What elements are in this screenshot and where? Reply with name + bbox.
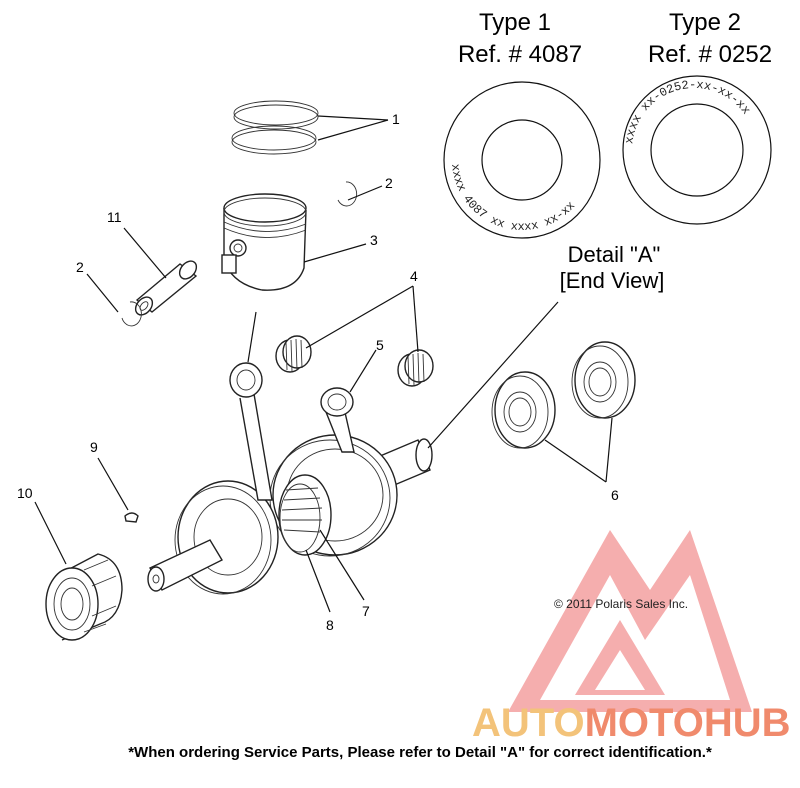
- watermark-moto: MOTO: [585, 701, 704, 745]
- callout-2-left: 2: [76, 259, 84, 275]
- seal-end-view-type1: [443, 81, 601, 239]
- needle-bearing-left: [275, 335, 312, 373]
- needle-bearing-right: [397, 349, 434, 387]
- type1-ref: Ref. # 4087: [458, 41, 582, 68]
- main-bearing: [45, 553, 123, 641]
- callout-6: 6: [611, 487, 619, 503]
- footer-note: *When ordering Service Parts, Please ref…: [128, 744, 712, 761]
- type2-title: Type 2: [669, 9, 741, 36]
- callout-8: 8: [326, 617, 334, 633]
- circlip-right: [337, 181, 358, 207]
- oil-seal-rear: [571, 341, 636, 419]
- detail-a-subtitle: [End View]: [560, 268, 665, 293]
- callout-11: 11: [107, 209, 122, 225]
- wrist-pin: [134, 260, 198, 316]
- seal-end-view-type2: [622, 75, 772, 225]
- callout-9: 9: [90, 439, 98, 455]
- piston-rings: [231, 100, 319, 155]
- callout-2-right: 2: [385, 175, 393, 191]
- oil-seal-front: [491, 371, 556, 449]
- leader-lines: [34, 115, 613, 613]
- watermark-logo: [508, 530, 752, 712]
- callout-4: 4: [410, 268, 418, 284]
- crankshaft-assembly: [147, 362, 433, 595]
- watermark-auto: AUTO: [472, 701, 585, 745]
- circlip-left: [121, 301, 142, 327]
- callout-5: 5: [376, 337, 384, 353]
- type1-title: Type 1: [479, 9, 551, 36]
- detail-a-label: Detail "A": [568, 242, 661, 267]
- woodruff-key: [124, 512, 139, 523]
- callout-10: 10: [17, 485, 33, 501]
- copyright-text: © 2011 Polaris Sales Inc.: [554, 597, 688, 611]
- type2-stamp: xxxx xx-0252-xx-xx-xx: [622, 78, 753, 145]
- piston: [221, 193, 307, 291]
- callout-3: 3: [370, 232, 378, 248]
- callout-1: 1: [392, 111, 400, 127]
- type2-ref: Ref. # 0252: [648, 41, 772, 68]
- watermark-hub: HUB: [704, 701, 791, 745]
- callout-7: 7: [362, 603, 370, 619]
- watermark-text: AUTOMOTOHUB: [472, 701, 791, 745]
